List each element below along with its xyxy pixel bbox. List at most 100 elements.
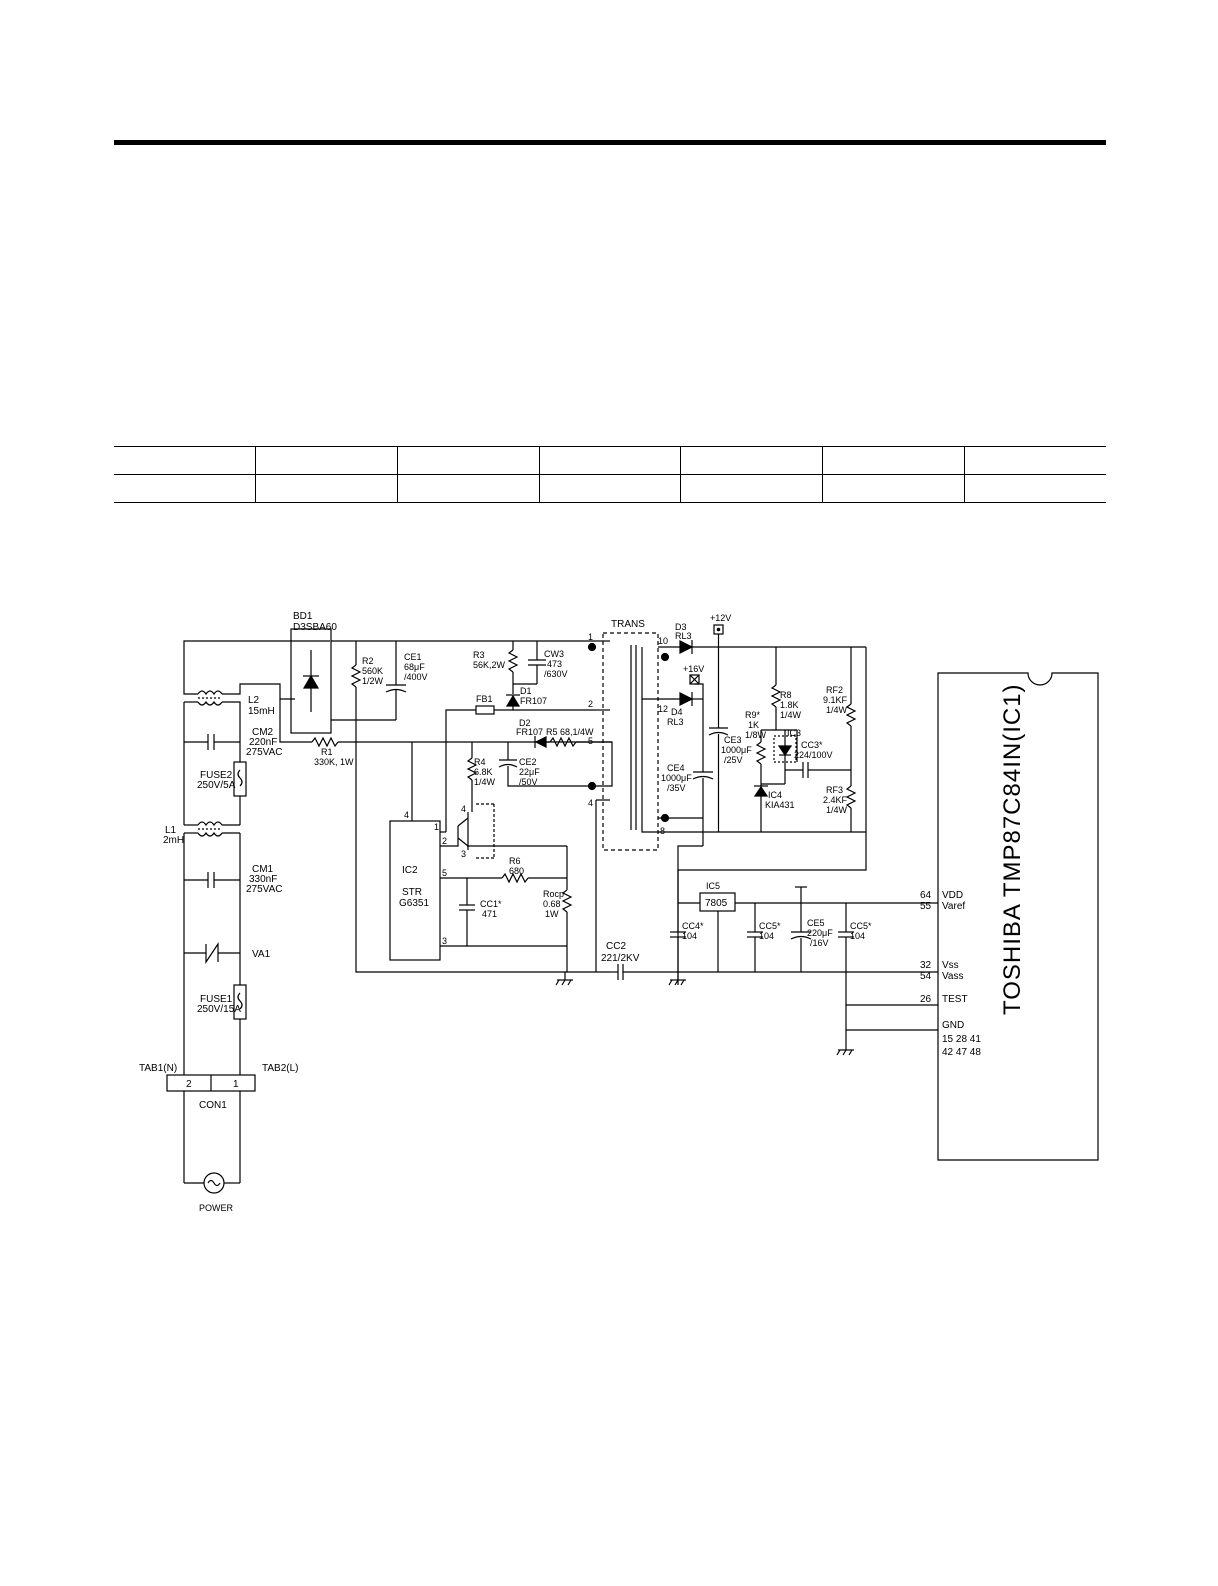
cc5a-label: CC5*	[759, 921, 781, 931]
ce1-value-2: /400V	[404, 672, 428, 682]
r4-resistor	[466, 757, 478, 781]
r3-label: R3	[473, 650, 485, 660]
ic2-str-g6351	[389, 820, 441, 961]
r1-label: R1	[321, 747, 333, 757]
r1-value: 330K, 1W	[314, 757, 354, 767]
r2-value-1: 560K	[362, 666, 383, 676]
ce1-value-1: 68μF	[404, 662, 425, 672]
r5-label: R5 68,1/4W	[546, 727, 594, 737]
tab2-label: TAB2(L)	[262, 1063, 299, 1074]
r6-resistor	[501, 872, 529, 884]
ic5-part: 7805	[705, 898, 728, 909]
plus-12v-label: +12V	[710, 613, 731, 623]
l2-label: L2	[248, 695, 260, 706]
trans-pin8: 8	[660, 826, 665, 836]
cm2-label: CM2	[252, 727, 274, 738]
cm1-value-1: 330nF	[249, 874, 277, 885]
d2-label: D2	[519, 718, 531, 728]
ic2-pin2: 2	[442, 836, 447, 846]
ce4-value-1: 1000μF	[661, 773, 692, 783]
cc5b-value: 104	[850, 931, 865, 941]
ic1-title: TOSHIBA TMP87C84IN(IC1)	[999, 683, 1026, 1015]
cm2-capacitor	[184, 734, 240, 750]
rf2-resistor	[845, 703, 857, 727]
tab1-label: TAB1(N)	[139, 1063, 177, 1074]
cc5a-value: 104	[759, 931, 774, 941]
schematic-labels: BD1 D3SBA60 L2 15mH CM2 220nF 275VAC R1 …	[139, 611, 1026, 1213]
d4-diode	[679, 692, 694, 706]
cc3-value: 224/100V	[794, 750, 833, 760]
r9-label: R9*	[745, 710, 761, 720]
r4-label: R4	[474, 757, 486, 767]
ce3-label: CE3	[724, 735, 742, 745]
ce5-value-2: /16V	[810, 938, 829, 948]
d2-diode	[534, 736, 547, 748]
l1-choke	[197, 821, 223, 837]
ce3-value-1: 1000μF	[721, 745, 752, 755]
trans-pin12: 12	[658, 704, 668, 714]
r2-value-2: 1/2W	[362, 676, 384, 686]
ac-input-section	[166, 640, 330, 1194]
r3-resistor	[507, 649, 519, 673]
ic3-label: IC3	[787, 728, 801, 738]
ic5-label: IC5	[706, 881, 720, 891]
trans-pin5: 5	[588, 736, 593, 746]
rf2-value-2: 1/4W	[826, 705, 848, 715]
cm2-value-2: 275VAC	[246, 747, 283, 758]
pin-54: 54	[920, 971, 932, 982]
gnd-pins-1: 15 28 41	[942, 1034, 981, 1045]
cw3-value-1: 473	[547, 659, 562, 669]
r8-value-2: 1/4W	[780, 710, 802, 720]
power-source	[203, 1172, 225, 1194]
cc4-label: CC4*	[682, 921, 704, 931]
l1-label: L1	[165, 825, 177, 836]
vss-label: Vss	[942, 960, 959, 971]
r2-label: R2	[362, 656, 374, 666]
l2-choke	[197, 690, 223, 706]
d3-diode	[679, 640, 694, 654]
ic4-kia431	[753, 785, 769, 797]
trans-pin10: 10	[658, 636, 668, 646]
bd1-bridge	[290, 628, 332, 734]
regulator-section	[668, 886, 938, 1056]
opto-pin4: 4	[461, 804, 466, 814]
d3-value: RL3	[675, 631, 692, 641]
gnd-pins-2: 42 47 48	[942, 1047, 981, 1058]
plus-16v-label: +16V	[683, 664, 704, 674]
r8-resistor	[770, 684, 782, 708]
opto-pin3: 3	[461, 849, 466, 859]
r9-value-1: 1K	[748, 720, 759, 730]
fuse1-value: 250V/15A	[197, 1004, 241, 1015]
cm2-value-1: 220nF	[249, 737, 277, 748]
cc2-value: 221/2KV	[601, 953, 640, 964]
blank-spec-table	[114, 446, 1106, 503]
d1-diode	[505, 694, 521, 707]
cm1-value-2: 275VAC	[246, 884, 283, 895]
l1-value: 2mH	[163, 835, 184, 846]
vdd-label: VDD	[942, 890, 963, 901]
fb1-bead	[475, 705, 495, 715]
r2-resistor	[350, 664, 362, 688]
fuse2	[233, 761, 247, 797]
ce2-capacitor	[498, 763, 518, 768]
trans-pin1: 1	[588, 632, 593, 642]
d1-value: FR107	[520, 696, 547, 706]
r6-value: 680	[509, 866, 524, 876]
secondary-section	[641, 624, 867, 985]
ce2-label: CE2	[519, 757, 537, 767]
rf3-value-2: 1/4W	[826, 805, 848, 815]
d2-value: FR107	[516, 727, 543, 737]
transformer-trans	[587, 632, 670, 851]
rf3-resistor	[845, 785, 857, 809]
cm1-capacitor	[184, 872, 240, 888]
table-cell	[114, 474, 256, 503]
r5-resistor	[549, 736, 577, 748]
d3-label: D3	[675, 622, 687, 632]
cc1-value: 471	[482, 909, 497, 919]
ce2-value-1: 22μF	[519, 767, 540, 777]
r8-label: R8	[780, 690, 792, 700]
pin-26: 26	[920, 994, 932, 1005]
ce4-label: CE4	[667, 763, 685, 773]
vass-label: Vass	[942, 971, 964, 982]
